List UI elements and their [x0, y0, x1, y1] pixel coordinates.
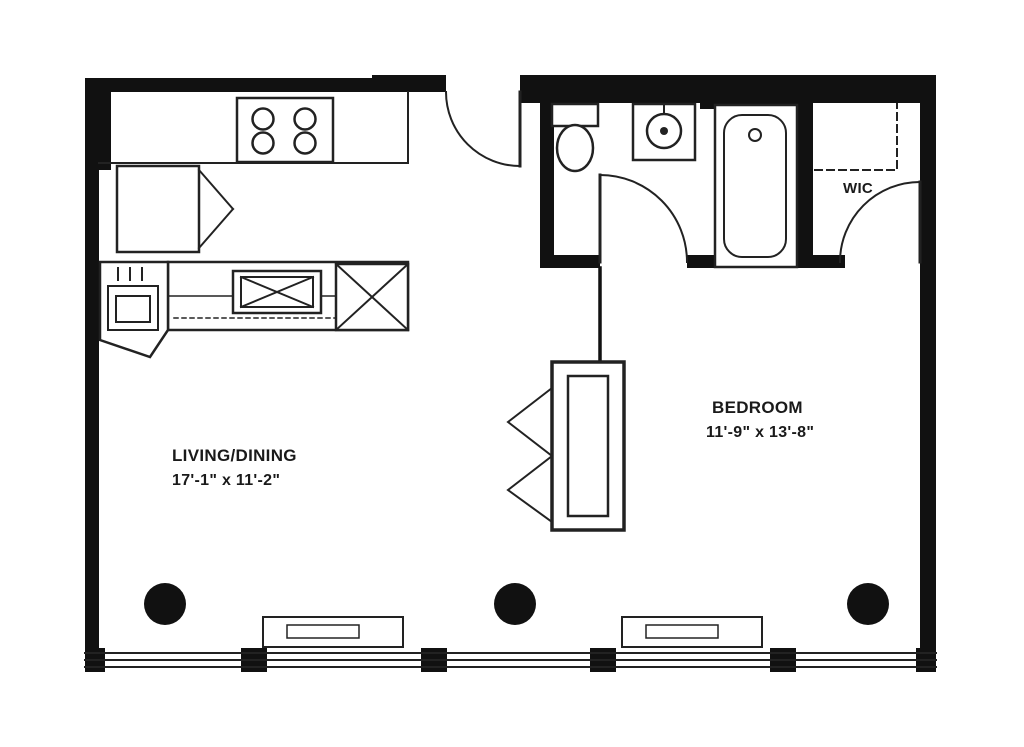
wall-right: [920, 75, 936, 660]
living-dining-label: LIVING/DINING: [172, 446, 297, 465]
wall-top-left: [85, 78, 446, 92]
wall-wic-left: [797, 103, 813, 255]
wall-bathroom-left: [540, 75, 554, 255]
bathroom-sink-icon: [631, 102, 697, 162]
wall-wic-bottom: [797, 255, 845, 268]
refrigerator-icon: [115, 164, 235, 254]
toilet-icon: [550, 102, 600, 173]
island-cart-icon: [334, 262, 410, 332]
bifold-closet-icon: [506, 360, 626, 532]
wic-door-icon: [838, 180, 922, 264]
window-band-icon: [84, 652, 937, 668]
bathroom-door-icon: [598, 173, 689, 264]
wall-plumbing-block: [700, 75, 812, 109]
bathtub-icon: [713, 103, 799, 269]
entry-door-icon: [444, 90, 522, 168]
bedroom-label: BEDROOM: [712, 398, 803, 417]
column-icon: [144, 583, 889, 625]
wall-entry-block: [372, 75, 446, 92]
wall-bathroom-bottom-left: [540, 255, 600, 268]
stove-icon: [235, 96, 335, 164]
washer-appliance-icon: [98, 260, 170, 359]
radiator-unit-icon: [262, 616, 763, 648]
living-dining-dimensions: 17'-1" x 11'-2": [172, 472, 281, 489]
wic-label: WIC: [843, 180, 874, 197]
wic-shelf-dashed-icon: [814, 103, 898, 171]
bedroom-dimensions: 11'-9" x 13'-8": [706, 424, 815, 441]
wall-corner-block: [85, 88, 111, 170]
island-sink-icon: [231, 269, 323, 315]
wall-left: [85, 78, 99, 658]
